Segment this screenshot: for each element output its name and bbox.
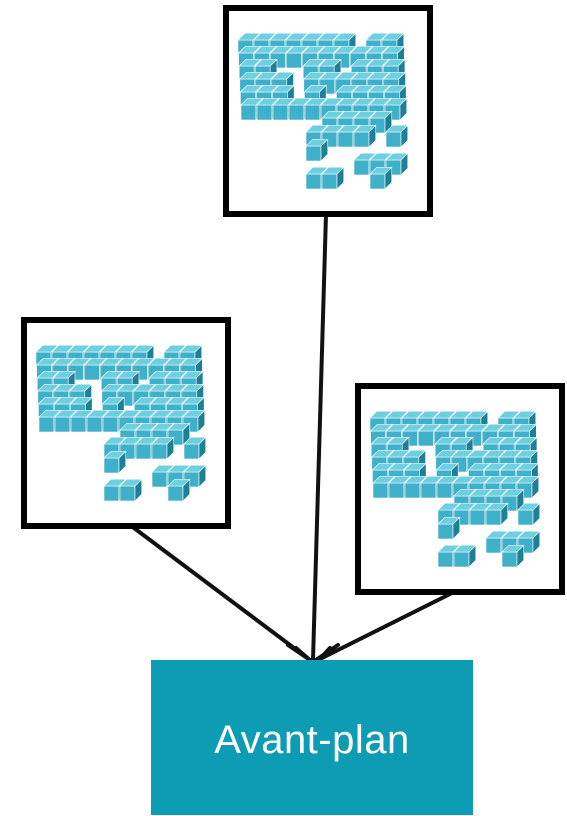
voxel-cube-structure-icon	[237, 32, 409, 190]
target-box-avant-plan: Avant-plan	[151, 660, 473, 815]
arrows	[128, 212, 460, 664]
target-label: Avant-plan	[214, 718, 410, 762]
source-frame-right	[355, 383, 565, 595]
source-frame-top	[223, 5, 433, 217]
voxel-cube-structure-icon	[369, 410, 541, 568]
arrow-right-to-target	[316, 588, 460, 662]
voxel-cube-structure-icon	[35, 344, 207, 502]
source-frame-left	[21, 317, 231, 529]
arrow-top-to-target	[311, 212, 328, 662]
arrow-left-to-target	[128, 523, 312, 662]
